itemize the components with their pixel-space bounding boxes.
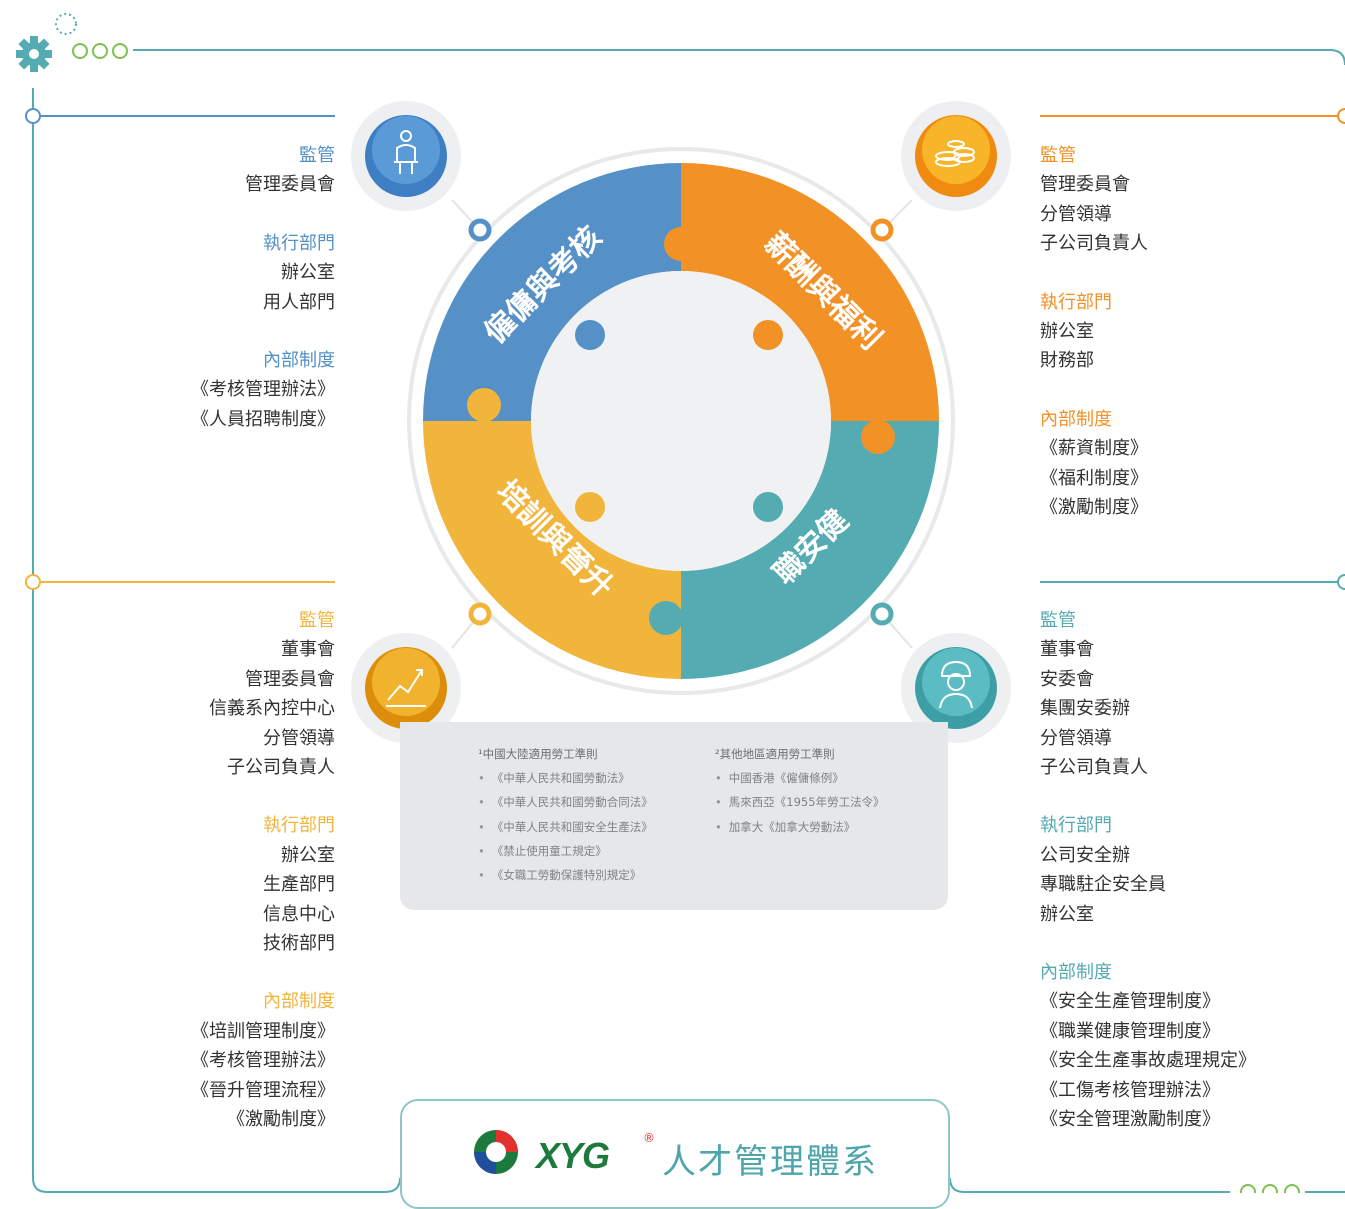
person-at-desk-icon	[351, 101, 461, 211]
worker-helmet-icon	[901, 633, 1011, 743]
tab-bottom	[649, 601, 683, 635]
list-item: 公司安全辦	[1040, 844, 1130, 866]
notes-item: 《禁止使用童工規定》	[478, 839, 653, 863]
list-item: 《培訓管理制度》	[191, 1020, 335, 1042]
list-item: 信息中心	[263, 903, 335, 925]
quadrant-safety	[681, 421, 939, 679]
list-item: 辦公室	[281, 844, 335, 866]
list-item: 分管領導	[1040, 203, 1112, 225]
puzzle-ring: 僱傭與考核 薪酬與福利 職安健 培訓與晉升	[407, 147, 955, 695]
list-item: 分管領導	[263, 727, 335, 749]
list-item: 《考核管理辦法》	[191, 1050, 335, 1072]
list-item: 《工傷考核管理辦法》	[1040, 1079, 1220, 1101]
gear-icon	[16, 13, 77, 72]
notes-heading: ²其他地區適用勞工準則	[715, 747, 835, 761]
page-title: 人才管理體系	[662, 1142, 878, 1182]
tab-left	[467, 388, 501, 422]
panel-safety: 監管 董事會 安委會 集團安委辦 分管領導 子公司負責人 執行部門 公司安全辦 …	[1040, 606, 1340, 1135]
notes-mainland: ¹中國大陸適用勞工準則 《中華人民共和國勞動法》 《中華人民共和國勞動合同法》 …	[478, 742, 653, 887]
labour-standards-notes: ¹中國大陸適用勞工準則 《中華人民共和國勞動法》 《中華人民共和國勞動合同法》 …	[400, 722, 948, 910]
list-item: 子公司負責人	[1040, 757, 1148, 779]
list-item: 《安全管理激勵制度》	[1040, 1109, 1220, 1131]
coins-stack-icon	[901, 101, 1011, 211]
panel-heading: 內部制度	[263, 991, 335, 1013]
panel-heading: 監管	[299, 145, 335, 166]
list-item: 子公司負責人	[227, 757, 335, 779]
panel-heading: 執行部門	[1040, 291, 1112, 313]
list-item: 《安全生產管理制度》	[1040, 991, 1220, 1013]
list-item: 管理委員會	[245, 174, 335, 196]
growth-chart-icon	[351, 633, 461, 743]
panel-heading: 內部制度	[1040, 962, 1112, 984]
list-item: 用人部門	[263, 291, 335, 313]
list-item: 《人員招聘制度》	[191, 408, 335, 430]
list-item: 《薪資制度》	[1040, 438, 1148, 460]
list-item: 管理委員會	[1040, 174, 1130, 196]
list-item: 《考核管理辦法》	[191, 379, 335, 401]
list-item: 《激勵制度》	[227, 1109, 335, 1131]
list-item: 《安全生產事故處理規定》	[1040, 1050, 1256, 1072]
list-item: 辦公室	[1040, 321, 1094, 343]
panel-pay: 監管 管理委員會 分管領導 子公司負責人 執行部門 辦公室 財務部 內部制度 《…	[1040, 141, 1340, 522]
xyg-logo-icon	[474, 1130, 518, 1174]
notes-other-regions: ²其他地區適用勞工準則 中國香港《僱傭條例》 馬來西亞《1955年勞工法令》 加…	[715, 742, 885, 839]
panel-heading: 監管	[1040, 145, 1076, 166]
registered-mark: ®	[643, 1131, 655, 1145]
panel-heading: 執行部門	[263, 815, 335, 837]
list-item: 信義系內控中心	[209, 698, 335, 720]
quadrant-hiring	[423, 163, 681, 421]
panel-heading: 執行部門	[263, 232, 335, 254]
list-item: 專職駐企安全員	[1040, 874, 1166, 896]
panel-heading: 監管	[299, 610, 335, 631]
list-item: 《職業健康管理制度》	[1040, 1020, 1220, 1042]
list-item: 《福利制度》	[1040, 467, 1148, 489]
panel-hiring: 監管 管理委員會 執行部門 辦公室 用人部門 內部制度 《考核管理辦法》 《人員…	[35, 141, 335, 434]
notes-heading: ¹中國大陸適用勞工準則	[478, 747, 598, 761]
notes-item: 《中華人民共和國勞動法》	[478, 766, 653, 790]
list-item: 辦公室	[281, 262, 335, 284]
frame-node-dots	[25, 108, 1345, 590]
list-item: 董事會	[1040, 639, 1094, 661]
tab-right	[861, 420, 895, 454]
brand-logo-text: XYG	[536, 1135, 610, 1176]
notes-item: 《中華人民共和國勞動合同法》	[478, 790, 653, 814]
list-item: 生產部門	[263, 874, 335, 896]
panel-heading: 監管	[1040, 610, 1076, 631]
notes-item: 加拿大《加拿大勞動法》	[715, 815, 885, 839]
panel-heading: 執行部門	[1040, 815, 1112, 837]
list-item: 技術部門	[263, 933, 335, 955]
tab-top	[664, 227, 698, 261]
list-item: 財務部	[1040, 350, 1094, 372]
list-item: 分管領導	[1040, 727, 1112, 749]
list-item: 集團安委辦	[1040, 698, 1130, 720]
list-item: 董事會	[281, 639, 335, 661]
list-item: 管理委員會	[245, 668, 335, 690]
list-item: 子公司負責人	[1040, 233, 1148, 255]
notes-item: 中國香港《僱傭條例》	[715, 766, 885, 790]
list-item: 《激勵制度》	[1040, 497, 1148, 519]
list-item: 辦公室	[1040, 903, 1094, 925]
panel-training: 監管 董事會 管理委員會 信義系內控中心 分管領導 子公司負責人 執行部門 辦公…	[35, 606, 335, 1135]
notes-item: 《中華人民共和國安全生產法》	[478, 815, 653, 839]
quadrant-pay	[681, 163, 939, 421]
decorative-circles	[72, 43, 1300, 1193]
panel-heading: 內部制度	[263, 350, 335, 372]
panel-heading: 內部制度	[1040, 408, 1112, 430]
quadrant-training	[423, 421, 681, 679]
notes-item: 《女職工勞動保護特別規定》	[478, 863, 653, 887]
list-item: 《晉升管理流程》	[191, 1079, 335, 1101]
list-item: 安委會	[1040, 668, 1094, 690]
notes-item: 馬來西亞《1955年勞工法令》	[715, 790, 885, 814]
